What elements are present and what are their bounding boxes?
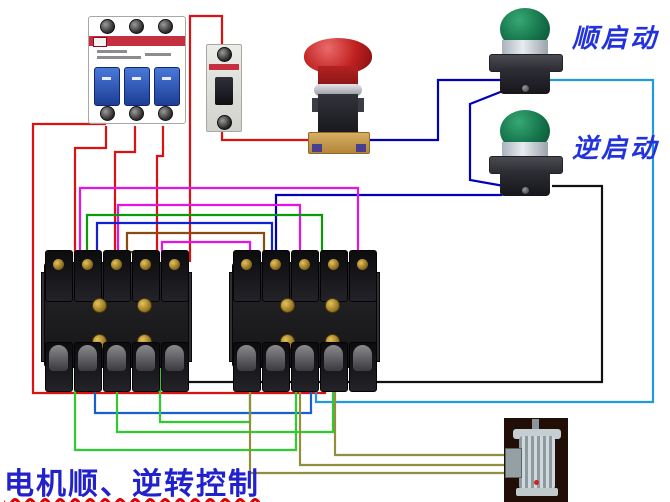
contactor-terminal <box>262 342 290 392</box>
contactor-terminal <box>320 250 348 302</box>
stop-button-body <box>318 94 358 134</box>
contactor-terminal <box>132 250 160 302</box>
wire-swap-top-1 <box>78 186 360 275</box>
circuit-breaker-1pole <box>206 44 242 132</box>
green-button-terminal-base <box>500 68 550 94</box>
wire-phase-swap-bottom-1 <box>73 355 298 452</box>
contactor-terminal <box>233 250 261 302</box>
green-button-terminal-base <box>500 170 550 196</box>
contactor-terminal <box>349 250 377 302</box>
contactor-terminal <box>74 342 102 392</box>
breaker-logo <box>93 37 107 47</box>
forward-start-label: 顺启动 <box>572 24 660 54</box>
stop-button-terminal-base <box>308 132 370 154</box>
stop-button-collar <box>314 84 362 96</box>
motor-end-cap <box>513 429 561 439</box>
motor-photo <box>504 418 568 502</box>
green-button-collar <box>502 142 548 159</box>
contactor-km2 <box>229 250 380 392</box>
contactor-terminal <box>291 342 319 392</box>
contactor-terminal <box>103 250 131 302</box>
wire-stop-to-forward-btn <box>366 78 506 142</box>
green-button-collar <box>502 40 548 57</box>
motor-terminal-box <box>505 448 522 478</box>
contactor-terminal <box>291 250 319 302</box>
wire-forward-to-reverse-feed <box>468 87 509 188</box>
contactor-screw <box>137 298 152 313</box>
stop-button <box>300 38 376 154</box>
wire-swap-top-2 <box>116 203 302 275</box>
contactor-terminal <box>349 342 377 392</box>
contactor-terminal <box>45 342 73 392</box>
contactor-screw <box>280 298 295 313</box>
contactor-terminal <box>103 342 131 392</box>
wire-interlock-green <box>85 213 324 275</box>
diagram-title: 电机顺、逆转控制 <box>4 467 260 502</box>
breaker1p-bottom-terminal <box>217 115 232 130</box>
motor-shaft <box>532 419 539 430</box>
contactor-screw <box>325 298 340 313</box>
contactor-screw <box>92 298 107 313</box>
breaker-label-band <box>89 36 185 47</box>
motor-foot <box>516 488 558 496</box>
wire-l2-breaker-to-km1 <box>113 126 137 275</box>
breaker1p-label-band <box>209 64 239 70</box>
wire-motor-lead-u <box>248 355 508 475</box>
contactor-km1 <box>41 250 192 392</box>
breaker1p-toggle <box>215 77 233 105</box>
contactor-terminal <box>161 250 189 302</box>
wire-phase-swap-bottom-2 <box>115 355 335 434</box>
contactor-terminal <box>320 342 348 392</box>
contactor-terminal <box>45 250 73 302</box>
contactor-terminal <box>161 342 189 392</box>
circuit-breaker-3pole <box>88 16 186 124</box>
start-button-reverse <box>489 110 563 198</box>
reverse-start-label: 逆启动 <box>572 134 660 164</box>
contactor-terminal <box>233 342 261 392</box>
contactor-terminal <box>74 250 102 302</box>
breaker1p-top-terminal <box>217 47 232 62</box>
motor-red-dot <box>534 480 539 485</box>
mushroom-stem <box>318 66 358 86</box>
wire-km1-aux-to-breaker1p <box>188 14 224 262</box>
contactor-terminal <box>262 250 290 302</box>
wire-l1-breaker-to-km1 <box>73 126 108 275</box>
contactor-terminal <box>132 342 160 392</box>
start-button-forward <box>489 8 563 96</box>
